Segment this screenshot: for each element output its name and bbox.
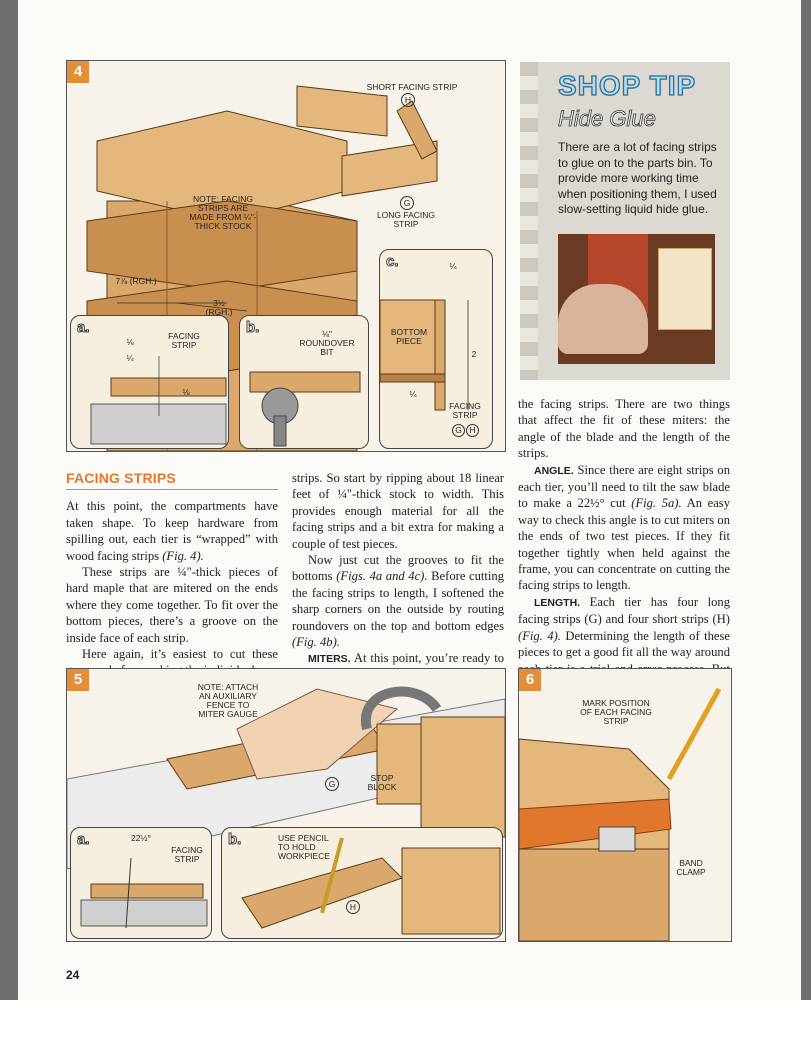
paragraph: ANGLE. Since there are eight strips on e…: [518, 462, 730, 594]
table-saw-illustration: [67, 686, 505, 870]
run-in-head: MITERS.: [308, 653, 351, 666]
dim-bottom-label: ¼: [409, 389, 417, 399]
shop-tip-body: There are a lot of facing strips to glue…: [558, 140, 717, 216]
mark-position-label: MARK POSITION OF EACH FACING STRIP: [580, 698, 652, 726]
g-marker: G: [400, 196, 414, 210]
detail-4b: b. ⅛" ROUNDOVER BIT: [239, 315, 369, 449]
facing-strip-label: FACING STRIP: [171, 845, 203, 864]
hide-glue-photo: [558, 234, 715, 364]
text: Each tier has four long facing strips (G…: [518, 594, 730, 627]
section-heading: FACING STRIPS: [66, 470, 278, 491]
figure-number: 4: [67, 61, 89, 83]
figure-5: 5 NOTE: ATTACH AN AUXILIARY FENCE TO MIT…: [66, 668, 506, 942]
text: Before cutting the facing strips to leng…: [292, 569, 504, 633]
note-label: NOTE: ATTACH AN AUXILIARY FENCE TO MITER…: [197, 682, 259, 719]
detail-5a: a. 22½° FACING STRIP: [70, 827, 212, 939]
band-clamp-illustration: [519, 687, 722, 941]
pencil-label: USE PENCIL TO HOLD WORKPIECE: [278, 833, 330, 861]
fig-ref: (Fig. 4b).: [292, 635, 340, 650]
paragraph: These strips are ¼"-thick pieces of hard…: [66, 565, 278, 645]
figure-6: 6 MARK POSITION OF EACH FACING STRIP BAN…: [518, 668, 732, 942]
long-facing-strip-label: LONG FACING STRIP: [376, 210, 436, 229]
fig-ref: (Fig. 5a).: [631, 496, 682, 511]
paragraph: Now just cut the grooves to fit the bott…: [292, 552, 504, 650]
paragraph: At this point, the compartments have tak…: [66, 498, 278, 564]
figure-4: 4 SHORT FACING STRIP H G LONG FACING STR…: [66, 60, 506, 452]
bottom-piece-label: BOTTOM PIECE: [390, 327, 428, 346]
dim-label: ¼: [126, 353, 134, 363]
shop-tip-box: SHOP TIP Hide Glue There are a lot of fa…: [520, 62, 730, 380]
detail-4a: a. ⅛ ¼ ⅛ FACING STRIP: [70, 315, 229, 449]
stop-block-label: STOP BLOCK: [367, 773, 397, 792]
dim-2-label: 2: [471, 349, 477, 359]
text-column-1: FACING STRIPS At this point, the compart…: [66, 470, 278, 679]
detail-letter: a.: [77, 831, 90, 849]
fig-ref: (Fig. 4).: [162, 548, 204, 563]
text-column-2: strips. So start by ripping about 18 lin…: [292, 470, 504, 684]
detail-letter: c.: [386, 253, 399, 271]
text: Since there are eight strips on each tie…: [518, 462, 730, 511]
detail-letter: b.: [227, 831, 242, 849]
text: Now just cut the grooves to fit the bott…: [292, 553, 504, 584]
facing-strip-label: FACING STRIP: [168, 331, 200, 350]
dim-7-label: 7⅞ (RGH.): [115, 276, 157, 286]
g-marker: G: [452, 424, 465, 437]
dim-top-label: ¼: [449, 261, 457, 271]
h-marker: H: [346, 900, 360, 914]
figure-number: 5: [67, 669, 89, 691]
paragraph: strips. So start by ripping about 18 lin…: [292, 471, 504, 551]
detail-4c: c. ¼ BOTTOM PIECE 2 ¼ FACING STRIP G H: [379, 249, 493, 449]
text-column-3: the facing strips. There are two things …: [518, 396, 730, 693]
page-number: 24: [66, 968, 80, 982]
dim-label: ⅛: [182, 387, 190, 397]
detail-letter: a.: [77, 319, 90, 337]
angle-label: 22½°: [131, 833, 151, 843]
h-marker: H: [401, 93, 415, 107]
run-in-head: LENGTH.: [534, 596, 581, 609]
shop-tip-subtitle: Hide Glue: [558, 106, 657, 132]
facing-strip-label: FACING STRIP: [449, 401, 481, 420]
detail-letter: b.: [245, 319, 260, 337]
tip-stripe: [520, 62, 538, 380]
roundover-bit-label: ⅛" ROUNDOVER BIT: [299, 329, 355, 357]
dim-label: ⅛: [126, 337, 134, 347]
note-label: NOTE: FACING STRIPS ARE MADE FROM ¼"-THI…: [189, 194, 257, 231]
paragraph: the facing strips. There are two things …: [518, 397, 730, 461]
fig-ref: (Fig. 4).: [518, 628, 561, 643]
run-in-head: ANGLE.: [534, 464, 574, 477]
detail-5b: b. USE PENCIL TO HOLD WORKPIECE H: [221, 827, 503, 939]
text: At this point, the compartments have tak…: [66, 499, 278, 563]
fig-ref: (Figs. 4a and 4c).: [336, 569, 428, 584]
figure-number: 6: [519, 669, 541, 691]
short-facing-strip-label: SHORT FACING STRIP: [366, 82, 458, 92]
dim-3-label: 3½ (RGH.): [205, 298, 233, 317]
h-marker: H: [466, 424, 479, 437]
g-marker: G: [325, 777, 339, 791]
scan-border-right: [801, 0, 811, 1000]
text: An easy way to check this angle is to cu…: [518, 496, 730, 593]
shop-tip-title: SHOP TIP: [557, 69, 697, 101]
band-clamp-label: BAND CLAMP: [676, 858, 706, 877]
scan-border-left: [0, 0, 18, 1000]
